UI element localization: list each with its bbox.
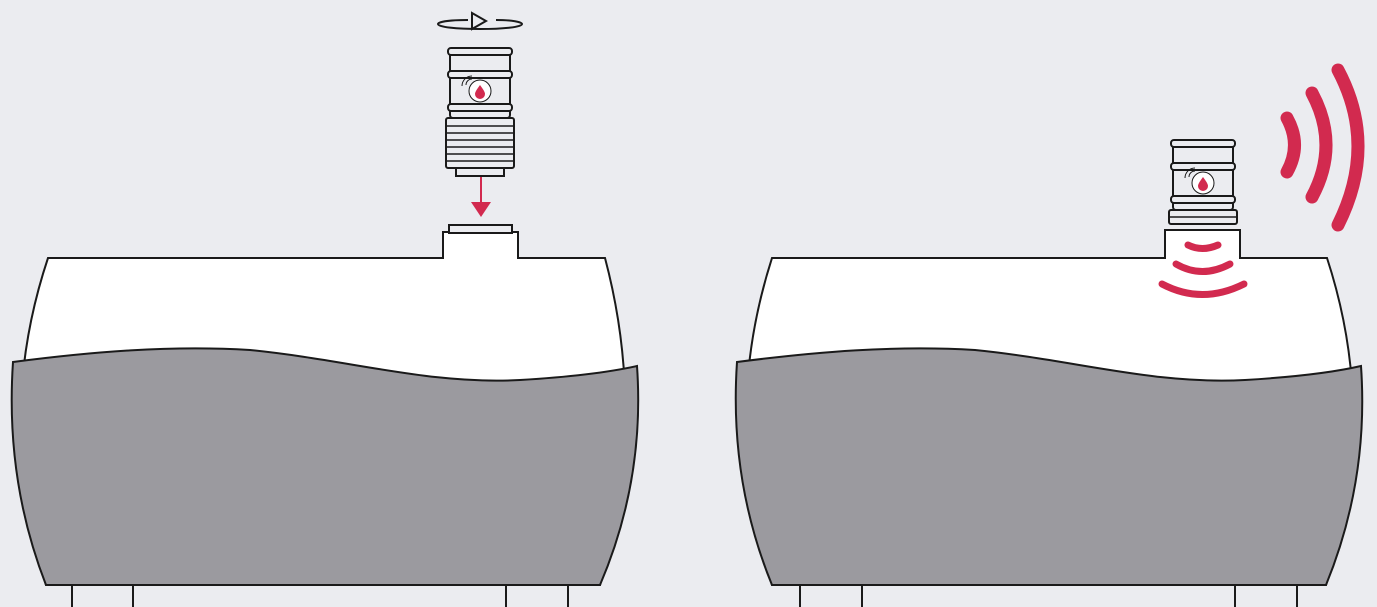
transmitting-panel xyxy=(734,63,1365,607)
rotate-arrow-icon xyxy=(436,11,524,31)
tank-port-cap xyxy=(448,224,513,234)
tank-legs xyxy=(799,585,1298,607)
tank-legs xyxy=(71,585,569,607)
down-arrow-icon xyxy=(471,172,491,217)
install-panel xyxy=(10,11,640,607)
sensor-device-icon xyxy=(1168,139,1238,225)
signal-waves-icon xyxy=(1280,63,1365,232)
tank-liquid xyxy=(10,347,640,586)
ultrasonic-waves-icon xyxy=(1158,241,1248,298)
sensor-device-icon xyxy=(445,47,515,177)
tank-liquid xyxy=(734,347,1364,586)
